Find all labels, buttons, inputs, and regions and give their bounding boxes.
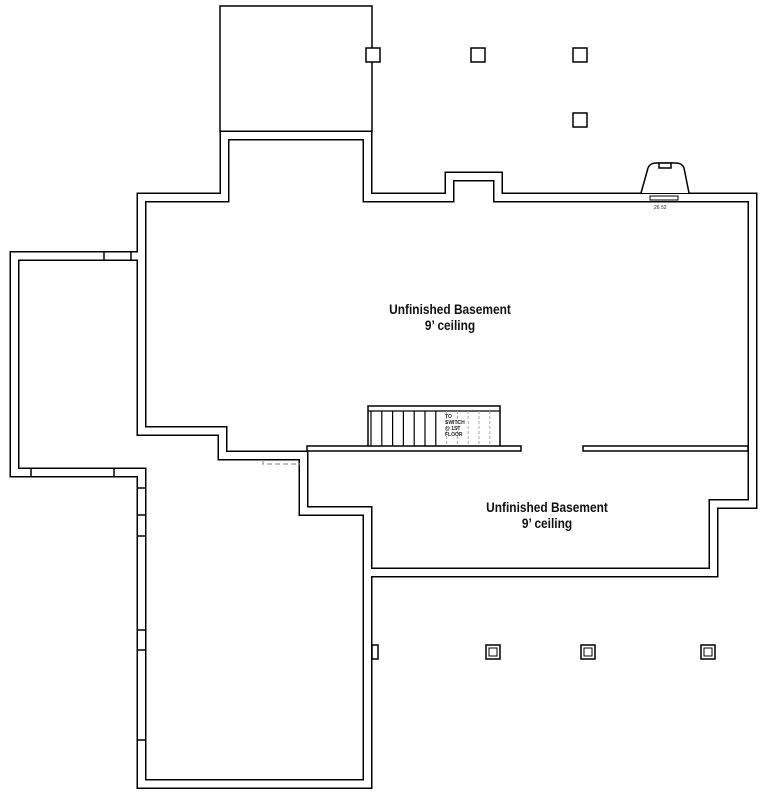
window-label: 26 52 [654, 205, 667, 211]
foundation-walls [9, 130, 758, 789]
room-label-lower: Unfinished Basement 9’ ceiling [486, 499, 608, 531]
room-ceiling: 9’ ceiling [521, 515, 573, 531]
bay-window [640, 162, 690, 201]
stair-note: TO SWITCH @ 1ST FLOOR [445, 414, 465, 438]
window-openings [30, 252, 146, 741]
stair-landing[interactable] [306, 445, 522, 452]
stairs[interactable] [367, 405, 501, 446]
room-ceiling: 9’ ceiling [424, 317, 476, 333]
room-name: Unfinished Basement [389, 301, 511, 317]
stair-note-line: SWITCH [445, 420, 465, 426]
dashed-line [262, 460, 300, 465]
stair-note-line: TO [445, 414, 452, 420]
partition-wall [582, 445, 749, 452]
room-name: Unfinished Basement [486, 499, 608, 515]
columns [365, 47, 716, 660]
stair-note-line: @ 1ST [445, 426, 461, 432]
stair-note-line: FLOOR [445, 432, 463, 438]
upper-deck-outline [219, 5, 373, 133]
room-label-upper: Unfinished Basement 9’ ceiling [389, 301, 511, 333]
